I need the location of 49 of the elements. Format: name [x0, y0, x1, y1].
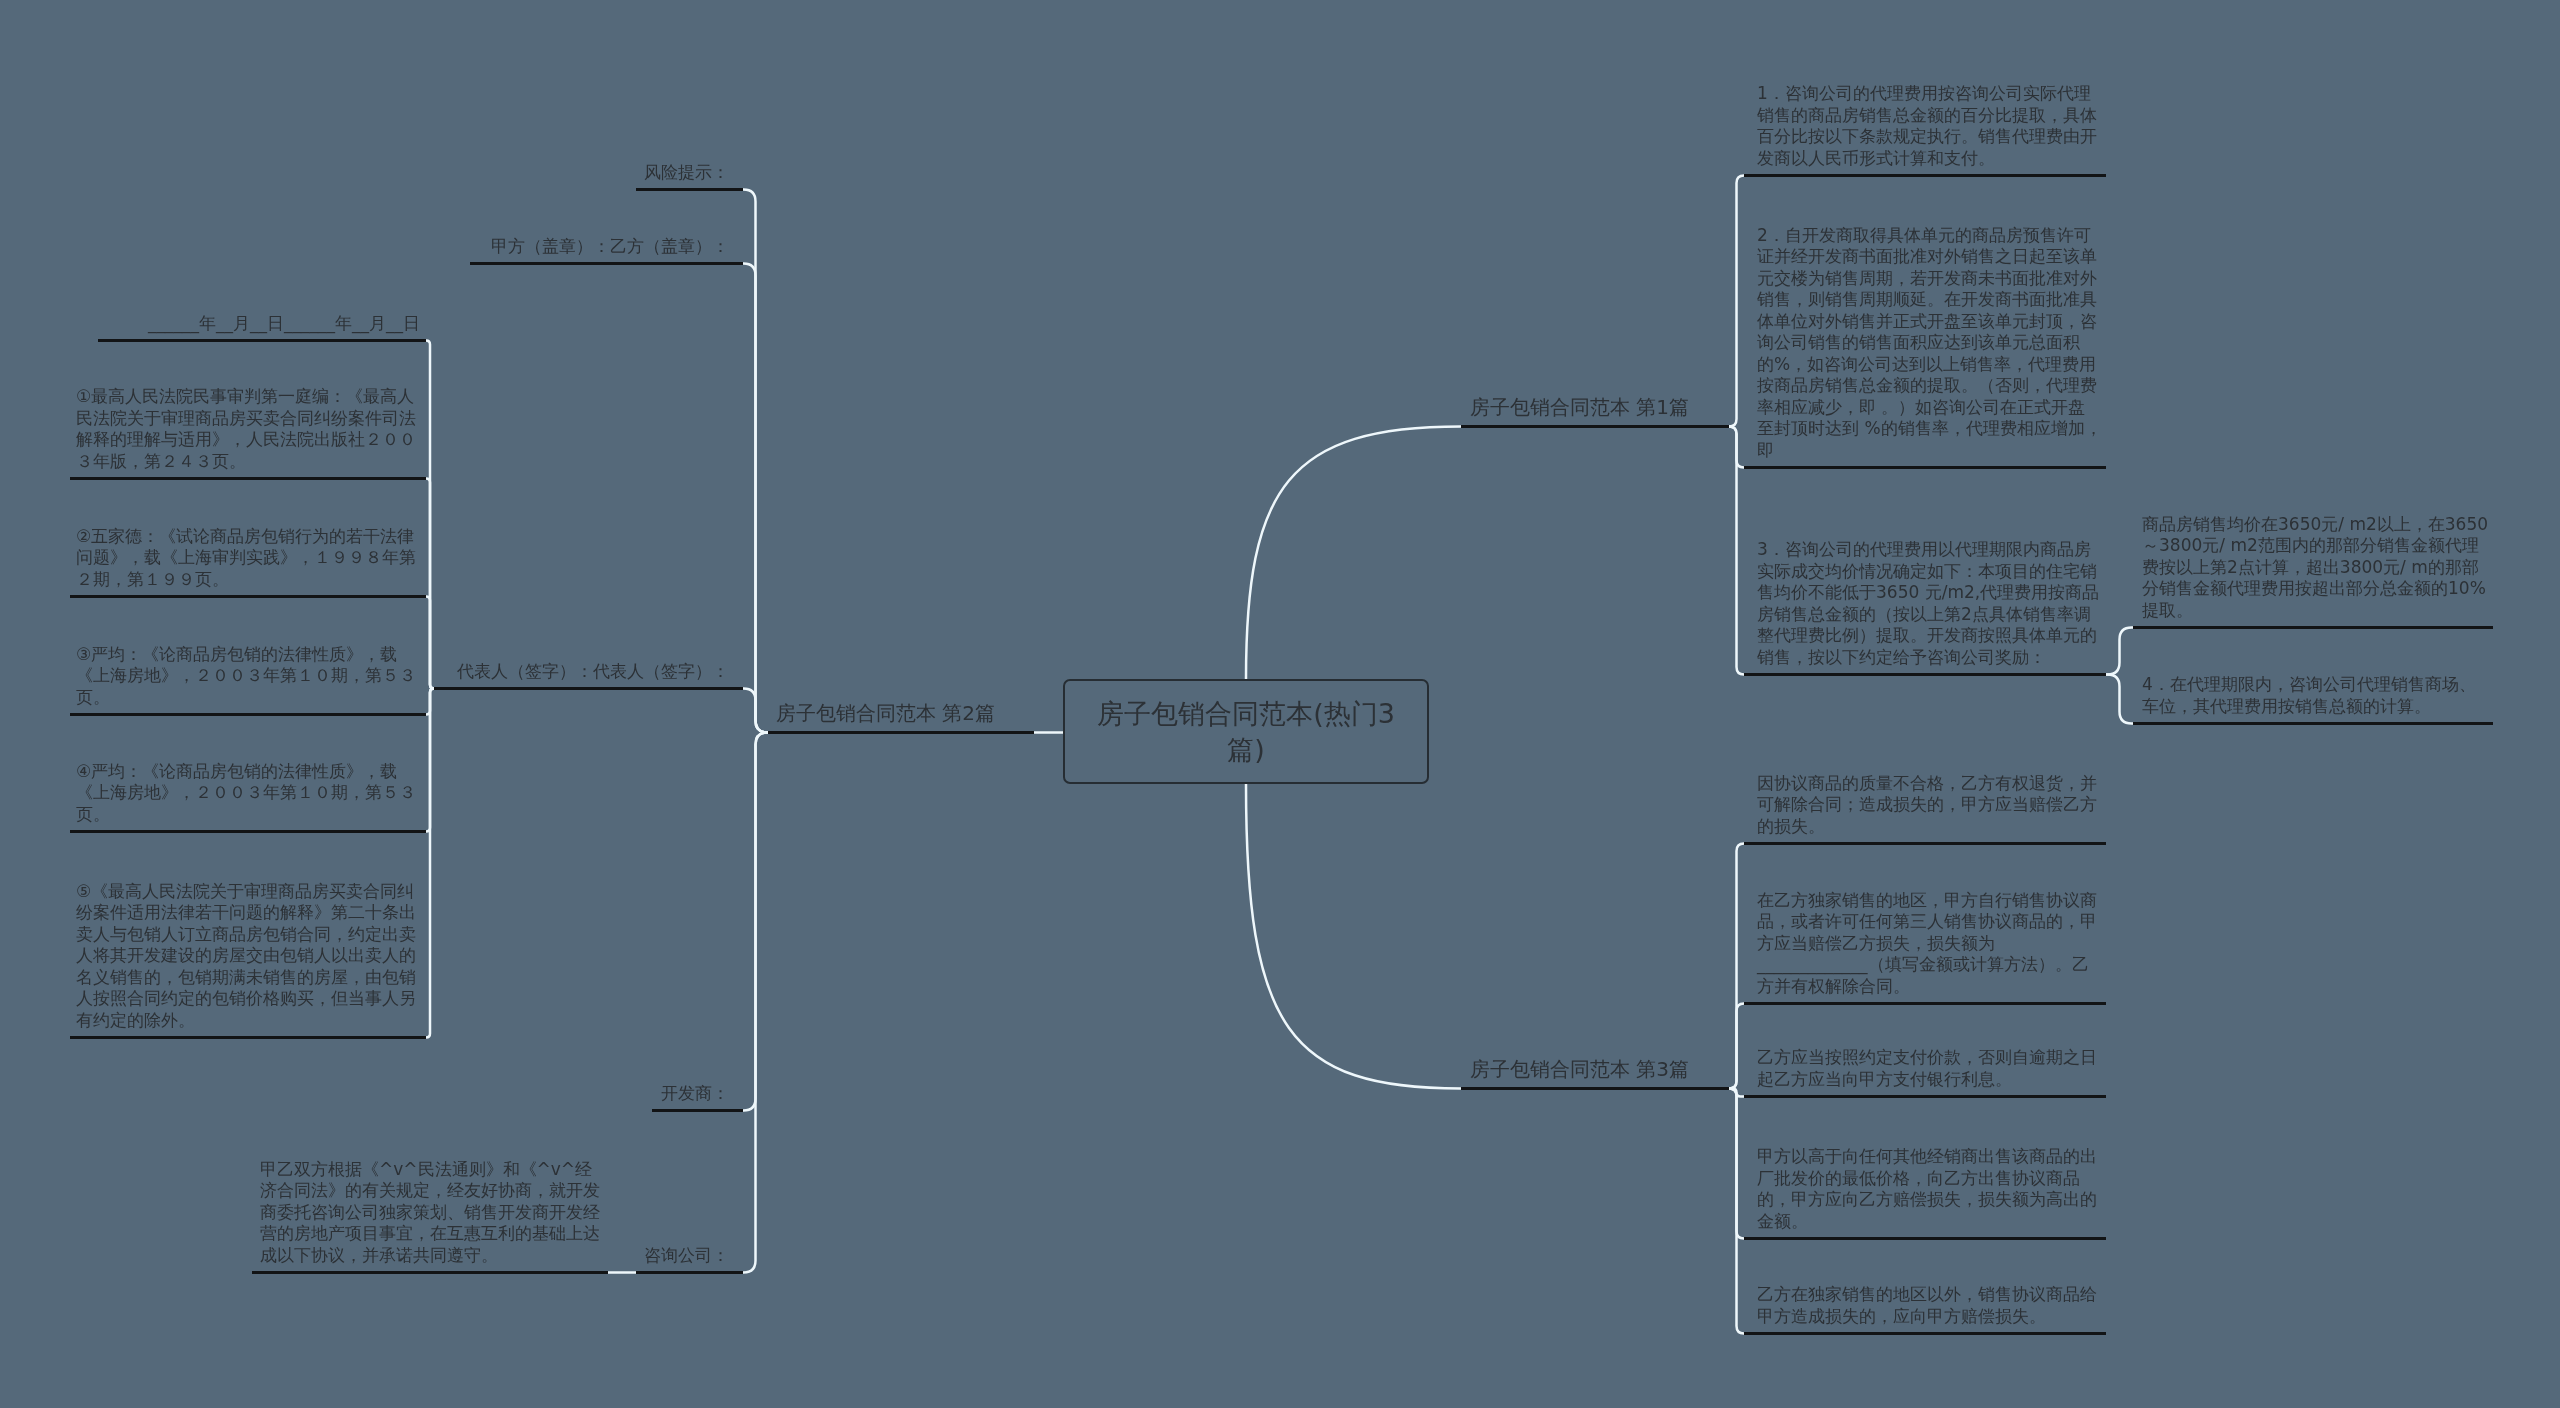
- topic-text: 因协议商品的质量不合格，乙方有权退货，并可解除合同；造成损失的，甲方应当赔偿乙方的损失。: [1757, 772, 2098, 837]
- connector-line: [608, 1271, 636, 1274]
- topic-text: 房子包销合同范本 第2篇: [776, 700, 997, 726]
- topic-text: ______年__月__日______年__月__日: [146, 312, 420, 334]
- topic-text: ④严均：《论商品房包销的法律性质》，载《上海房地》，２００３年第１０期，第５３页。: [76, 760, 417, 825]
- branch-topic-underline: [1461, 1056, 1729, 1090]
- topic-text: 2．自开发商取得具体单元的商品房预售许可证并经开发商书面批准对外销售之日起至该单元交楼为销售周期，若开发商未书面批准对外销售，则销售周期顺延。在开发商书面批准具体单位对外销售并正式开盘至该单元封顶，咨询公司销售的销售面积应达到该单元总面积的%，如咨询公司达到以上销售率，代理费用按商品房销售总金额的提取。（否则，代理费率相应减少，即 。）如咨询公司在正式开盘至封顶时达到 %的销售率，代理费相应增加，即: [1757, 224, 2102, 461]
- topic-text: ①最高人民法院民事审判第一庭编：《最高人民法院关于审理商品房买卖合同纠纷案件司法解释的理解与适用》，人民法院出版社２００３年版，第２４３页。: [76, 386, 417, 472]
- subtopic-underline: [1744, 772, 2106, 845]
- branch-topic-underline: [768, 700, 1034, 734]
- connector-line: [2105, 673, 2134, 725]
- subtopic-underline: [636, 1244, 743, 1274]
- topic-text: ③严均：《论商品房包销的法律性质》，载《上海房地》，２００３年第１０期，第５３页。: [76, 643, 417, 708]
- topic-text: 商品房销售均价在3650元/ m2以上，在3650～3800元/ m2范围内的那部分销售金额代理费按以上第2点计算，超出3800元/ m的那部分销售金额代理费用按超出部分总金额的10%提取。: [2142, 513, 2489, 621]
- connector-line: [1727, 425, 1746, 676]
- topic-text: 3．咨询公司的代理费用以代理期限内商品房实际成交均价情况确定如下：本项目的住宅销售均价不能低于3650 元/m2,代理费用按商品房销售总金额的（按以上第2点具体销售率调整代理费比例）提取。开发商按照具体单元的销售，按以下约定给予咨询公司奖励：: [1757, 539, 2101, 668]
- subtopic-underline: [1744, 1284, 2106, 1335]
- topic-text: 甲方以高于向任何其他经销商出售该商品的出厂批发价的最低价格，向乙方出售协议商品的，甲方应向乙方赔偿损失，损失额为高出的金额。: [1757, 1146, 2098, 1232]
- subtopic-underline: [98, 312, 426, 342]
- topic-text: 4．在代理期限内，咨询公司代理销售商场、车位，其代理费用按销售总额的计算。: [2142, 674, 2477, 717]
- connector-line: [424, 687, 436, 1039]
- topic-text: 房子包销合同范本 第3篇: [1470, 1056, 1691, 1082]
- branch-topic-underline: [1461, 394, 1729, 428]
- topic-text: 代表人（签字）：代表人（签字）：: [456, 660, 729, 682]
- topic-text: 风险提示：: [643, 161, 729, 183]
- subtopic-underline: [636, 161, 743, 191]
- connector-line: [1729, 1087, 1744, 1098]
- connector-line: [1034, 731, 1063, 734]
- topic-text: 乙方在独家销售的地区以外，销售协议商品给甲方造成损失的，应向甲方赔偿损失。: [1757, 1284, 2098, 1327]
- topic-text: 房子包销合同范本 第1篇: [1470, 394, 1691, 420]
- subtopic-underline: [470, 235, 743, 265]
- topic-text: 乙方应当按照约定支付价款，否则自逾期之日起乙方应当向甲方支付银行利息。: [1757, 1047, 2098, 1090]
- subtopic-underline: [1744, 1047, 2106, 1098]
- central-topic-box: [1063, 679, 1429, 784]
- topic-text: 咨询公司：: [643, 1244, 729, 1266]
- topic-text: ②五家德：《试论商品房包销行为的若干法律问题》，载《上海审判实践》，１９９８年第２期，第１９９页。: [76, 525, 417, 590]
- subtopic-underline: [2133, 674, 2493, 725]
- connector-line: [1727, 1087, 1746, 1335]
- topic-text: 开发商：: [660, 1082, 729, 1104]
- connector-line: [1244, 425, 1462, 680]
- topic-text: 1．咨询公司的代理费用按咨询公司实际代理销售的商品房销售总金额的百分比提取，具体百分比按以下条款规定执行。销售代理费由开发商以人民币形式计算和支付。: [1757, 83, 2098, 169]
- subtopic-underline: [652, 1082, 743, 1112]
- connector-line: [1244, 783, 1462, 1090]
- topic-text: ⑤《最高人民法院关于审理商品房买卖合同纠纷案件适用法律若干问题的解释》第二十条出卖人与包销人订立商品房包销合同，约定出卖人将其开发建设的房屋交由包销人以出卖人的名义销售的，包销期满未销售的房屋，由包销人按照合同约定的包销价格购买，但当事人另有约定的除外。: [76, 880, 417, 1031]
- topic-text: 甲方（盖章）：乙方（盖章）：: [490, 235, 729, 257]
- central-topic-text: 房子包销合同范本(热门3篇): [1096, 696, 1396, 767]
- subtopic-underline: [434, 660, 743, 690]
- connector-line: [742, 731, 769, 1274]
- topic-text: 甲乙双方根据《^v^民法通则》和《^v^经济合同法》的有关规定，经友好协商，就开发商委托咨询公司独家策划、销售开发商开发经营的房地产项目事宜，在互惠互利的基础上达成以下协议，并承诺共同遵守。: [260, 1158, 601, 1266]
